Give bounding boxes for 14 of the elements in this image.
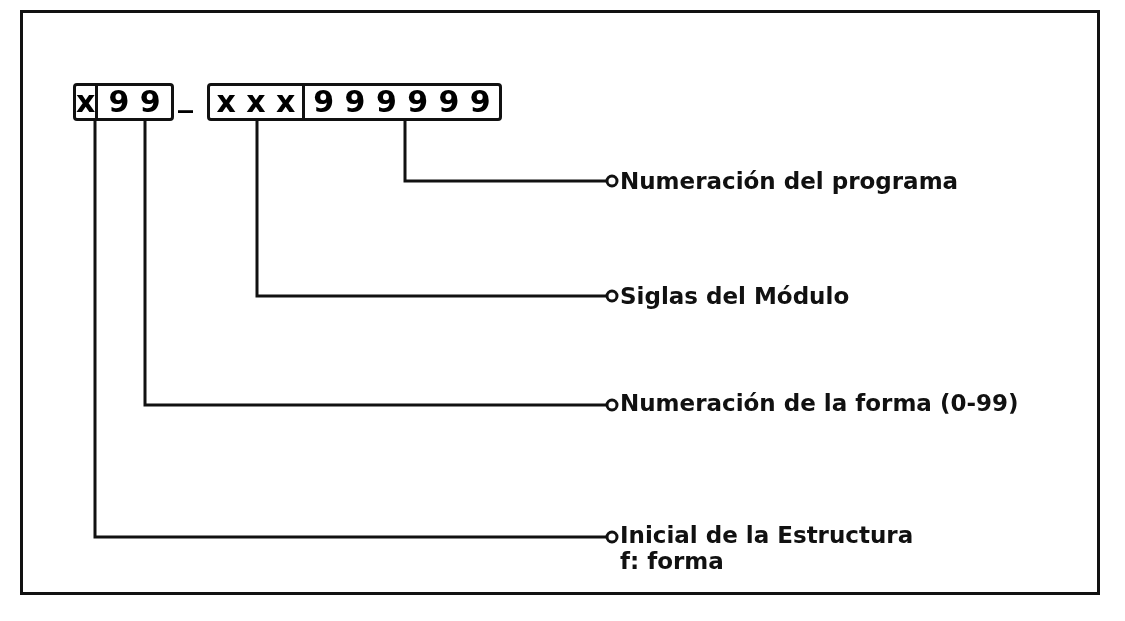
description-text: Numeración de la forma (0-99) [620,390,1020,416]
description-text: Inicial de la Estructura [620,522,915,548]
leader-line [93,121,619,544]
code-segment: x [73,83,98,121]
leader-line [255,121,619,303]
description-text: f: forma [620,548,725,574]
leader-line [143,121,619,412]
description-text: Siglas del Módulo [620,283,851,309]
code-segment: 9 9 9 9 9 9 [304,83,502,121]
separator-underscore: _ [178,78,193,113]
leader-line [403,121,619,188]
code-segment: x x x [207,83,305,121]
code-segment: 9 9 [97,83,174,121]
description-text: Numeración del programa [620,168,960,194]
